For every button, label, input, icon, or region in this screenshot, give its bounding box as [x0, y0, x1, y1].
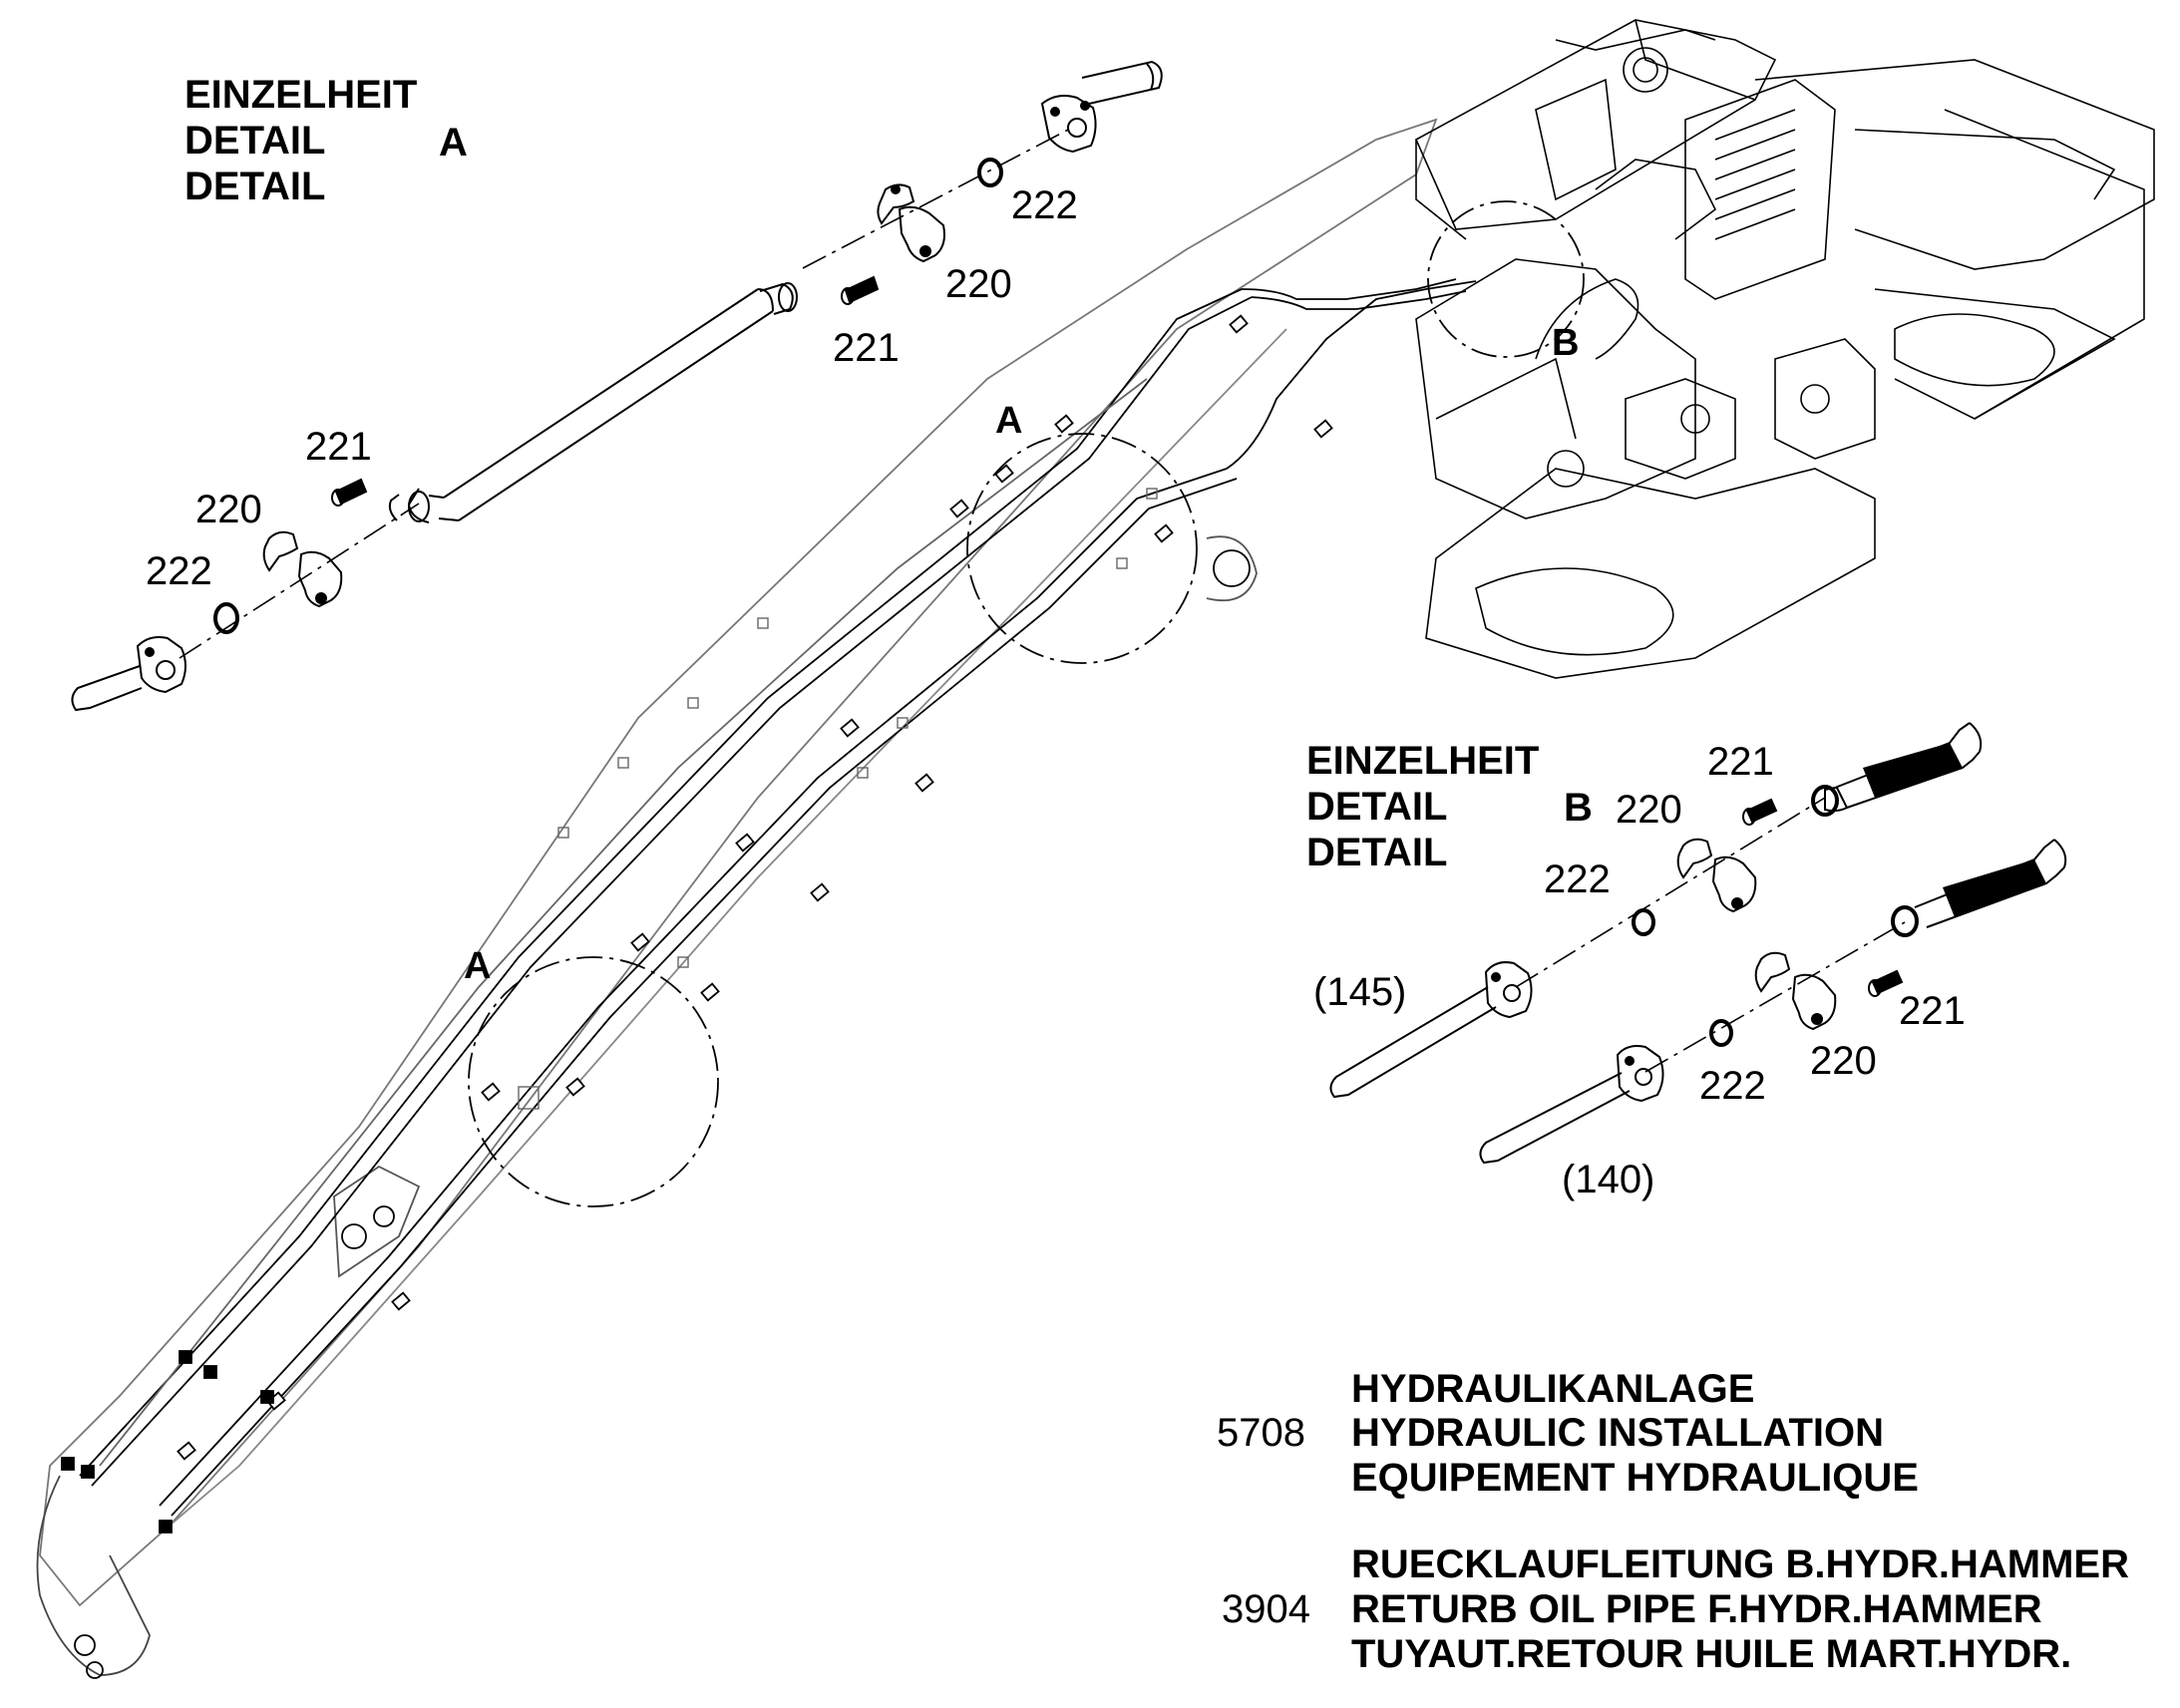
detail-b-lower-hose-ring — [1891, 905, 1919, 937]
boom-marker-b: B — [1552, 322, 1580, 364]
callout-a-upper-222: 222 — [1011, 183, 1078, 227]
callout-b-lower-222: 222 — [1699, 1064, 1766, 1108]
detail-a-heading: EINZELHEIT DETAIL DETAIL — [184, 72, 417, 209]
callout-b-ref-145: (145) — [1313, 970, 1407, 1014]
callout-a-lower-220: 220 — [195, 488, 262, 531]
detail-a-upper-axis — [802, 127, 1073, 269]
part-title-de: RUECKLAUFLEITUNG B.HYDR.HAMMER — [1351, 1542, 2129, 1586]
detail-b-upper-hose — [1811, 722, 1983, 817]
detail-b-heading-line-3: DETAIL — [1306, 831, 1448, 874]
part-title-en: RETURB OIL PIPE F.HYDR.HAMMER — [1351, 1587, 2042, 1631]
detail-b-heading-line-1: EINZELHEIT — [1306, 739, 1540, 783]
detail-a-lower-flange — [71, 636, 186, 712]
upper-carriage-frame — [1414, 19, 2155, 679]
detail-a-upper-bolt — [841, 275, 880, 305]
group-title-en: HYDRAULIC INSTALLATION — [1351, 1411, 1885, 1455]
detail-b-upper-flange — [1329, 961, 1533, 1099]
callout-b-lower-220: 220 — [1810, 1039, 1877, 1083]
detail-b-upper-axis — [1515, 797, 1826, 988]
detail-a-upper-o-ring — [977, 158, 1003, 187]
callout-a-upper-221: 221 — [833, 326, 900, 370]
detail-b-upper-clamp-halves — [1676, 838, 1757, 913]
callout-b-upper-222: 222 — [1544, 857, 1611, 901]
detail-a-lower-bolt — [331, 478, 368, 507]
callout-a-upper-220: 220 — [945, 262, 1012, 306]
detail-b-lower-o-ring — [1709, 1019, 1733, 1047]
boom-assembly — [36, 118, 1477, 1679]
detail-b-lower-flange — [1479, 1045, 1664, 1165]
part-title-fr: TUYAUT.RETOUR HUILE MART.HYDR. — [1351, 1632, 2072, 1676]
detail-b-heading-letter: B — [1564, 786, 1593, 830]
detail-a-lower-axis — [179, 503, 420, 659]
detail-b-heading: EINZELHEIT DETAIL DETAIL — [1306, 738, 1539, 875]
callout-a-lower-222: 222 — [146, 549, 212, 593]
group-title-fr: EQUIPEMENT HYDRAULIQUE — [1351, 1456, 1919, 1500]
detail-b-lower-hose — [1891, 839, 2067, 937]
detail-a-heading-letter: A — [439, 121, 468, 165]
detail-b-drawing — [1329, 722, 2067, 1165]
detail-a-upper-clamp-halves — [877, 183, 945, 263]
detail-b-lower-bolt — [1868, 969, 1904, 997]
detail-b-lower-clamp-halves — [1754, 951, 1837, 1031]
detail-a-lower-clamp-halves — [262, 530, 343, 608]
detail-a-long-pipe — [388, 282, 798, 523]
part-code: 3904 — [1222, 1587, 1310, 1631]
detail-a-heading-line-3: DETAIL — [184, 165, 326, 208]
group-code: 5708 — [1217, 1411, 1305, 1455]
boom-marker-a-lower: A — [464, 945, 492, 987]
detail-b-heading-line-2: DETAIL — [1306, 785, 1448, 829]
detail-a-drawing — [71, 60, 1163, 712]
boom-marker-a-upper: A — [995, 400, 1023, 442]
callout-b-upper-220: 220 — [1616, 788, 1682, 832]
detail-a-upper-flange — [1040, 95, 1097, 154]
callout-a-lower-221: 221 — [305, 425, 372, 469]
detail-circles — [468, 200, 1585, 1207]
callout-b-ref-140: (140) — [1562, 1158, 1655, 1201]
callout-b-upper-221: 221 — [1707, 740, 1774, 784]
detail-circle-a-upper — [966, 433, 1198, 664]
detail-a-lower-o-ring — [213, 602, 239, 634]
detail-a-heading-line-2: DETAIL — [184, 119, 326, 163]
detail-b-upper-o-ring — [1632, 908, 1655, 936]
group-title-de: HYDRAULIKANLAGE — [1351, 1367, 1755, 1411]
detail-b-lower-axis — [1644, 921, 1906, 1073]
detail-b-upper-bolt — [1742, 798, 1778, 826]
callout-b-lower-221: 221 — [1899, 989, 1966, 1033]
detail-circle-b — [1427, 200, 1585, 358]
detail-circle-a-lower — [468, 956, 719, 1207]
detail-a-upper-pipe-end — [1081, 60, 1163, 105]
detail-b-upper-hose-ring — [1811, 785, 1839, 817]
detail-a-heading-line-1: EINZELHEIT — [184, 73, 418, 117]
